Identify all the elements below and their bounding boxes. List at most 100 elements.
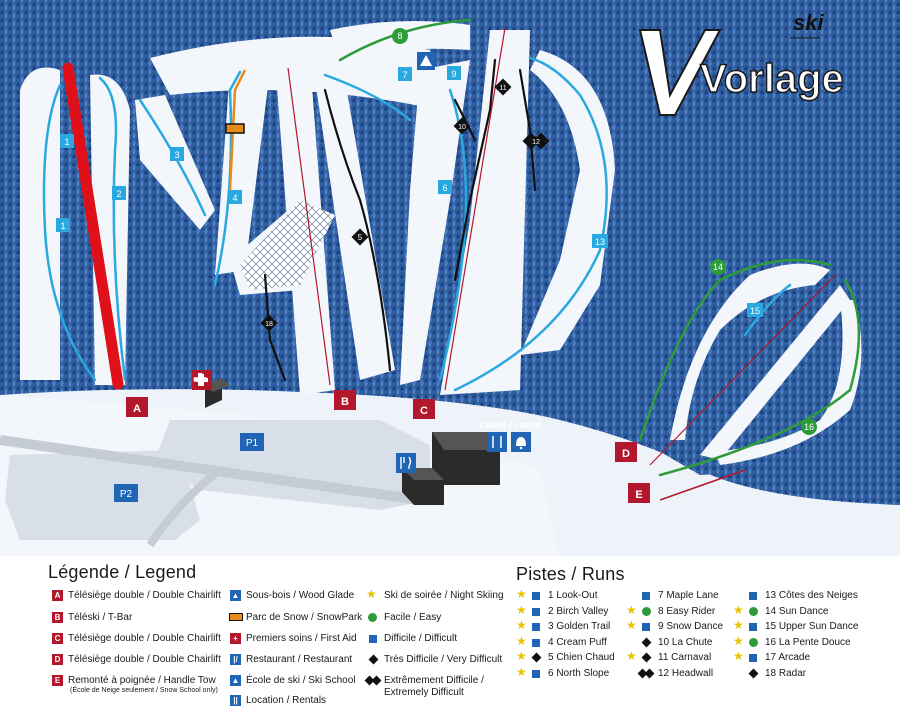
run-name: 13 Côtes des Neiges: [765, 590, 858, 601]
run-marker-1b: 1: [56, 218, 70, 232]
green-circle-icon: [749, 637, 758, 647]
svg-text:B: B: [341, 396, 349, 408]
svg-text:5: 5: [358, 233, 363, 242]
green-circle-icon: [642, 606, 651, 616]
black-diamond-icon: [641, 637, 652, 647]
run-marker-3: 3: [170, 147, 184, 161]
svg-text:E: E: [635, 489, 642, 501]
run-name: 4 Cream Puff: [548, 636, 607, 648]
restaurant-icon: [396, 453, 416, 473]
run-marker-5: 5: [351, 228, 369, 246]
bell-icon: [511, 432, 531, 452]
run-name: 6 North Slope: [548, 667, 610, 679]
run-name: 15 Upper Sun Dance: [765, 621, 859, 632]
run-name: 7 Maple Lane: [658, 590, 719, 601]
double-black-diamond-icon: [637, 668, 648, 678]
svg-text:1: 1: [60, 221, 65, 231]
run-marker-1a: 1: [60, 134, 74, 148]
run-name: 18 Radar: [765, 667, 807, 679]
svg-text:13: 13: [595, 237, 605, 247]
green-circle-icon: [368, 613, 377, 622]
blue-square-icon: [532, 669, 540, 678]
parking-p2-label: P2: [114, 484, 138, 502]
blue-square-icon: [532, 592, 540, 600]
run-name: 10 La Chute: [658, 636, 713, 648]
star-icon: ★: [733, 633, 744, 648]
svg-text:4: 4: [232, 193, 237, 203]
star-icon: ★: [516, 649, 527, 663]
star-icon: ★: [516, 633, 527, 648]
star-icon: ★: [733, 602, 744, 617]
blue-square-icon: [369, 635, 377, 643]
run-name: 14 Sun Dance: [765, 605, 829, 617]
run-marker-4: 4: [228, 190, 242, 204]
svg-text:2: 2: [116, 189, 121, 199]
blue-square-icon: [749, 654, 757, 662]
black-diamond-icon: [368, 654, 379, 665]
svg-text:9: 9: [451, 69, 456, 79]
star-icon: ★: [516, 587, 527, 601]
run-marker-18: 18: [260, 314, 278, 332]
svg-text:7: 7: [402, 70, 407, 80]
lift-c-line: [444, 27, 506, 391]
svg-text:P1: P1: [246, 438, 259, 449]
run-name: 2 Birch Valley: [548, 605, 609, 617]
star-icon: ★: [626, 618, 637, 632]
run-marker-12: 12: [522, 132, 550, 150]
svg-text:10: 10: [458, 124, 466, 131]
svg-text:C: C: [420, 405, 428, 417]
run-marker-15: 15: [747, 303, 763, 317]
black-diamond-icon: [641, 652, 652, 663]
black-diamond-icon: [531, 652, 542, 663]
first-aid-icon: [192, 370, 212, 390]
svg-text:8: 8: [397, 31, 402, 41]
restaurant-icon: |/: [230, 654, 241, 665]
run-marker-6: 6: [438, 180, 452, 194]
run-name: 5 Chien Chaud: [548, 652, 615, 663]
parking-lot-p2: [5, 450, 200, 540]
trail-map: A B C D E P1 P2 Chalet / Lodge: [0, 0, 900, 556]
star-icon: ★: [516, 602, 527, 617]
blue-square-icon: [749, 623, 757, 631]
svg-text:18: 18: [265, 321, 273, 328]
svg-text:ski: ski: [793, 10, 824, 35]
legend-panel: Légende / Legend A Télésiège double / Do…: [0, 556, 900, 712]
run-name: 3 Golden Trail: [548, 621, 611, 632]
lift-e-line: [659, 469, 746, 501]
lift-marker-e: E: [628, 483, 650, 503]
run-marker-8: 8: [392, 28, 408, 44]
chairlift-a-line: [62, 62, 124, 390]
run-marker-16: 16: [801, 419, 817, 435]
run-name: 1 Look-Out: [548, 590, 598, 601]
legend-lift-note: (École de Neige seulement / Snow School …: [70, 687, 218, 694]
run-marker-14: 14: [710, 259, 726, 275]
svg-text:Vorlage: Vorlage: [700, 57, 844, 101]
blue-square-icon: [642, 623, 650, 631]
run-marker-7: 7: [398, 67, 412, 81]
blue-square-icon: [532, 607, 540, 616]
lift-lines: [62, 27, 836, 501]
svg-text:A: A: [133, 403, 141, 415]
run-name: 9 Snow Dance: [658, 621, 724, 632]
svg-text:15: 15: [750, 306, 760, 316]
black-runs: [263, 58, 537, 382]
svg-text:14: 14: [713, 262, 723, 272]
run-name: 8 Easy Rider: [658, 605, 716, 617]
star-icon: ★: [516, 618, 527, 632]
blue-square-icon: [532, 638, 540, 647]
lift-marker-a: A: [126, 397, 148, 417]
run-marker-2: 2: [112, 186, 126, 200]
svg-text:P2: P2: [120, 489, 133, 500]
runs-title: Pistes / Runs: [516, 564, 625, 584]
lift-b-line: [287, 67, 331, 386]
blue-square-icon: [642, 592, 650, 600]
run-marker-13: 13: [592, 234, 608, 248]
run-marker-9: 9: [447, 66, 461, 80]
star-icon: ★: [733, 618, 744, 632]
run-marker-10: 10: [453, 117, 471, 135]
svg-text:16: 16: [804, 422, 814, 432]
star-icon: ★: [626, 649, 637, 663]
lift-marker-c: C: [413, 399, 435, 419]
run-name: 17 Arcade: [765, 652, 811, 663]
run-marker-11: 11: [494, 78, 512, 96]
